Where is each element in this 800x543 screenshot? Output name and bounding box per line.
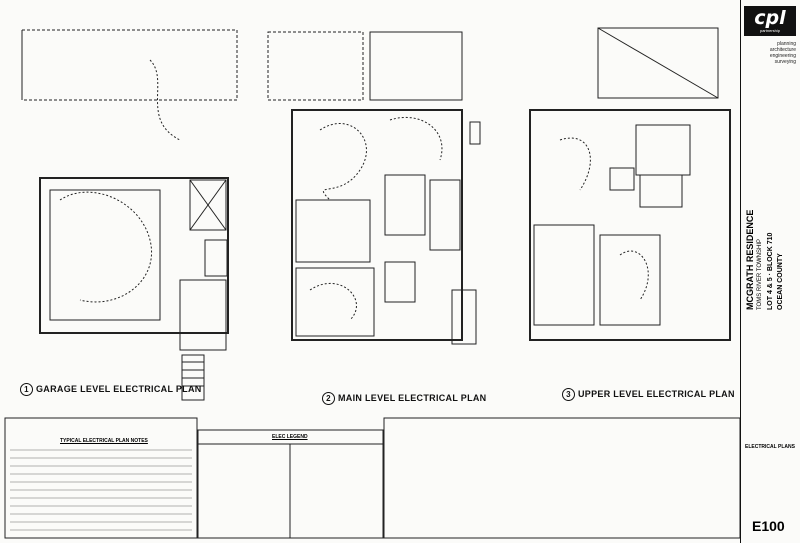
firm-logo-sub: partnership xyxy=(759,28,780,33)
firm-logo: cpl xyxy=(744,6,796,36)
sheet-title: ELECTRICAL PLANS xyxy=(745,444,795,450)
sheet-number: E100 xyxy=(752,518,785,534)
firm-services: planning architecture engineering survey… xyxy=(769,41,796,65)
legend-title: ELEC LEGEND xyxy=(272,434,308,440)
project-info: MCGRATH RESIDENCE TOMS RIVER TOWNSHIP LO… xyxy=(745,110,795,310)
project-township: TOMS RIVER TOWNSHIP xyxy=(757,238,763,310)
project-name: MCGRATH RESIDENCE xyxy=(745,209,755,310)
notes-title: TYPICAL ELECTRICAL PLAN NOTES xyxy=(60,438,148,444)
project-lot-block: LOT 4 & 5 · BLOCK 710 xyxy=(767,232,774,310)
title-block xyxy=(740,0,800,543)
project-county: OCEAN COUNTY xyxy=(777,253,784,310)
floor-plan-drawing xyxy=(4,27,740,539)
